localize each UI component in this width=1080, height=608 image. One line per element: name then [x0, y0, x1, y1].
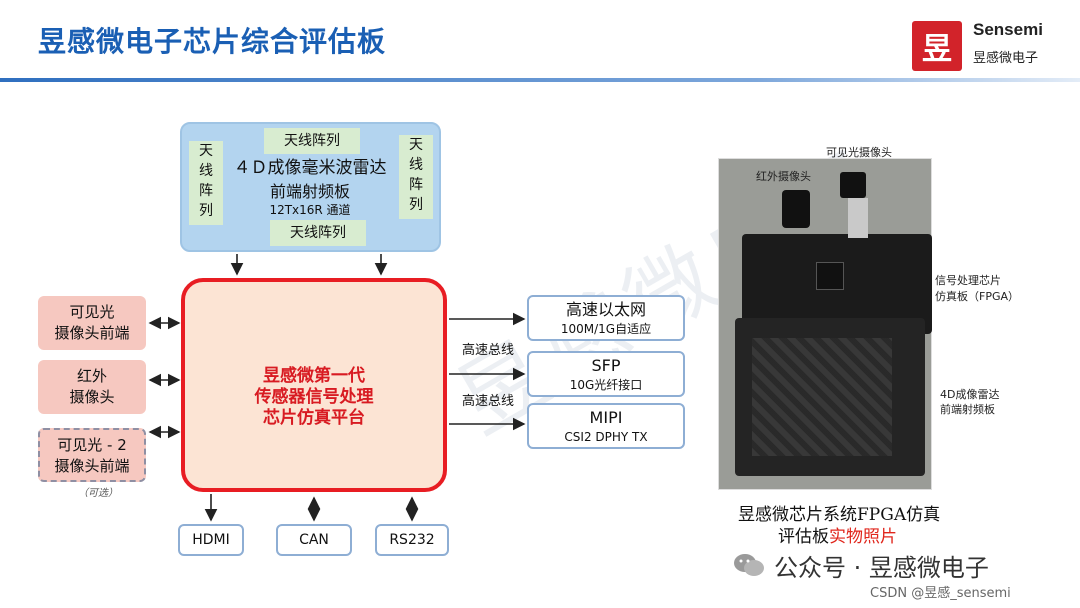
fpga-chip-image: [816, 262, 844, 290]
visible-camera-box: 可见光 摄像头前端: [38, 296, 146, 350]
visible-camera-line-1: 可见光: [69, 303, 115, 321]
photo-label-fpga-line-2: 仿真板（FPGA）: [935, 290, 1020, 303]
infrared-camera-box: 红外 摄像头: [38, 360, 146, 414]
mipi-interface-box: MIPI CSI2 DPHY TX: [527, 403, 685, 449]
platform-label: 昱感微第一代 传感器信号处理 芯片仿真平台: [181, 366, 447, 429]
radar-subtitle: 前端射频板: [269, 182, 350, 201]
antenna-right-char: 天: [409, 137, 423, 153]
caption-prefix: 评估板: [778, 527, 829, 547]
visible-camera-image: [840, 172, 866, 198]
caption-highlight: 实物照片: [829, 527, 897, 547]
ethernet-sub: 100M/1G自适应: [560, 322, 652, 336]
optional-note: （可选）: [78, 488, 118, 499]
title-underline: [0, 78, 1080, 82]
sfp-sub: 10G光纤接口: [569, 378, 643, 392]
photo-caption-line-2: 评估板实物照片: [778, 522, 897, 547]
visible-camera-2-box: 可见光 - 2 摄像头前端: [38, 428, 146, 482]
photo-label-radar-line-1: 4D成像雷达: [940, 388, 1000, 401]
photo-caption-line-1: 昱感微芯片系统FPGA仿真: [738, 505, 941, 525]
platform-line-3: 芯片仿真平台: [263, 408, 365, 428]
platform-line-2: 传感器信号处理: [254, 387, 374, 407]
sfp-interface-box: SFP 10G光纤接口: [527, 351, 685, 397]
antenna-array-top: 天线阵列: [264, 128, 360, 154]
rs232-box: RS232: [375, 524, 449, 556]
infrared-camera-line-1: 红外: [76, 367, 107, 385]
high-speed-bus-label: 高速总线: [462, 343, 515, 358]
sensemi-logo-icon: 昱: [912, 21, 962, 71]
radar-title: ４Ｄ成像毫米波雷达: [233, 158, 387, 178]
visible-camera-line-2: 摄像头前端: [54, 324, 130, 342]
logo-brand-name: Sensemi: [973, 20, 1043, 39]
sfp-title: SFP: [591, 356, 621, 375]
photo-label-radar-line-2: 前端射频板: [940, 403, 995, 416]
mipi-title: MIPI: [589, 408, 623, 427]
simulation-platform-box: [181, 278, 447, 492]
visible-camera-2-line-2: 摄像头前端: [54, 457, 130, 475]
platform-line-1: 昱感微第一代: [263, 366, 365, 386]
photo-label-ir-camera: 红外摄像头: [756, 170, 811, 183]
footer-brand: 公众号 · 昱感微电子: [774, 554, 989, 582]
photo-label-fpga-line-1: 信号处理芯片: [935, 274, 1001, 287]
antenna-right-char: 阵: [409, 177, 423, 193]
radar-channels: 12Tx16R 通道: [269, 203, 351, 217]
antenna-left-char: 线: [199, 163, 213, 179]
can-box: CAN: [276, 524, 352, 556]
ethernet-interface-box: 高速以太网 100M/1G自适应: [527, 295, 685, 341]
logo-brand-cn: 昱感微电子: [973, 51, 1039, 66]
antenna-left-char: 阵: [199, 183, 213, 199]
ethernet-title: 高速以太网: [565, 300, 646, 319]
antenna-left-char: 列: [199, 203, 213, 219]
wechat-icon: [734, 554, 764, 576]
page-title: 昱感微电子芯片综合评估板: [38, 25, 387, 58]
footer-csdn: CSDN @昱感_sensemi: [870, 586, 1011, 601]
antenna-left-char: 天: [199, 143, 213, 159]
photo-label-visible-camera: 可见光摄像头: [826, 146, 892, 159]
antenna-right-char: 列: [409, 197, 423, 213]
ribbon-cable-image: [848, 198, 868, 238]
radar-board-pattern: [752, 338, 892, 456]
visible-camera-2-line-1: 可见光 - 2: [57, 436, 127, 454]
antenna-array-bottom: 天线阵列: [270, 220, 366, 246]
infrared-camera-line-2: 摄像头: [69, 388, 115, 406]
high-speed-bus-label: 高速总线: [462, 394, 515, 409]
mipi-sub: CSI2 DPHY TX: [564, 430, 648, 444]
antenna-array-left: 天 线 阵 列: [189, 141, 223, 225]
antenna-right-char: 线: [409, 157, 423, 173]
ir-camera-image: [782, 190, 810, 228]
hdmi-box: HDMI: [178, 524, 244, 556]
antenna-array-right: 天 线 阵 列: [399, 135, 433, 219]
